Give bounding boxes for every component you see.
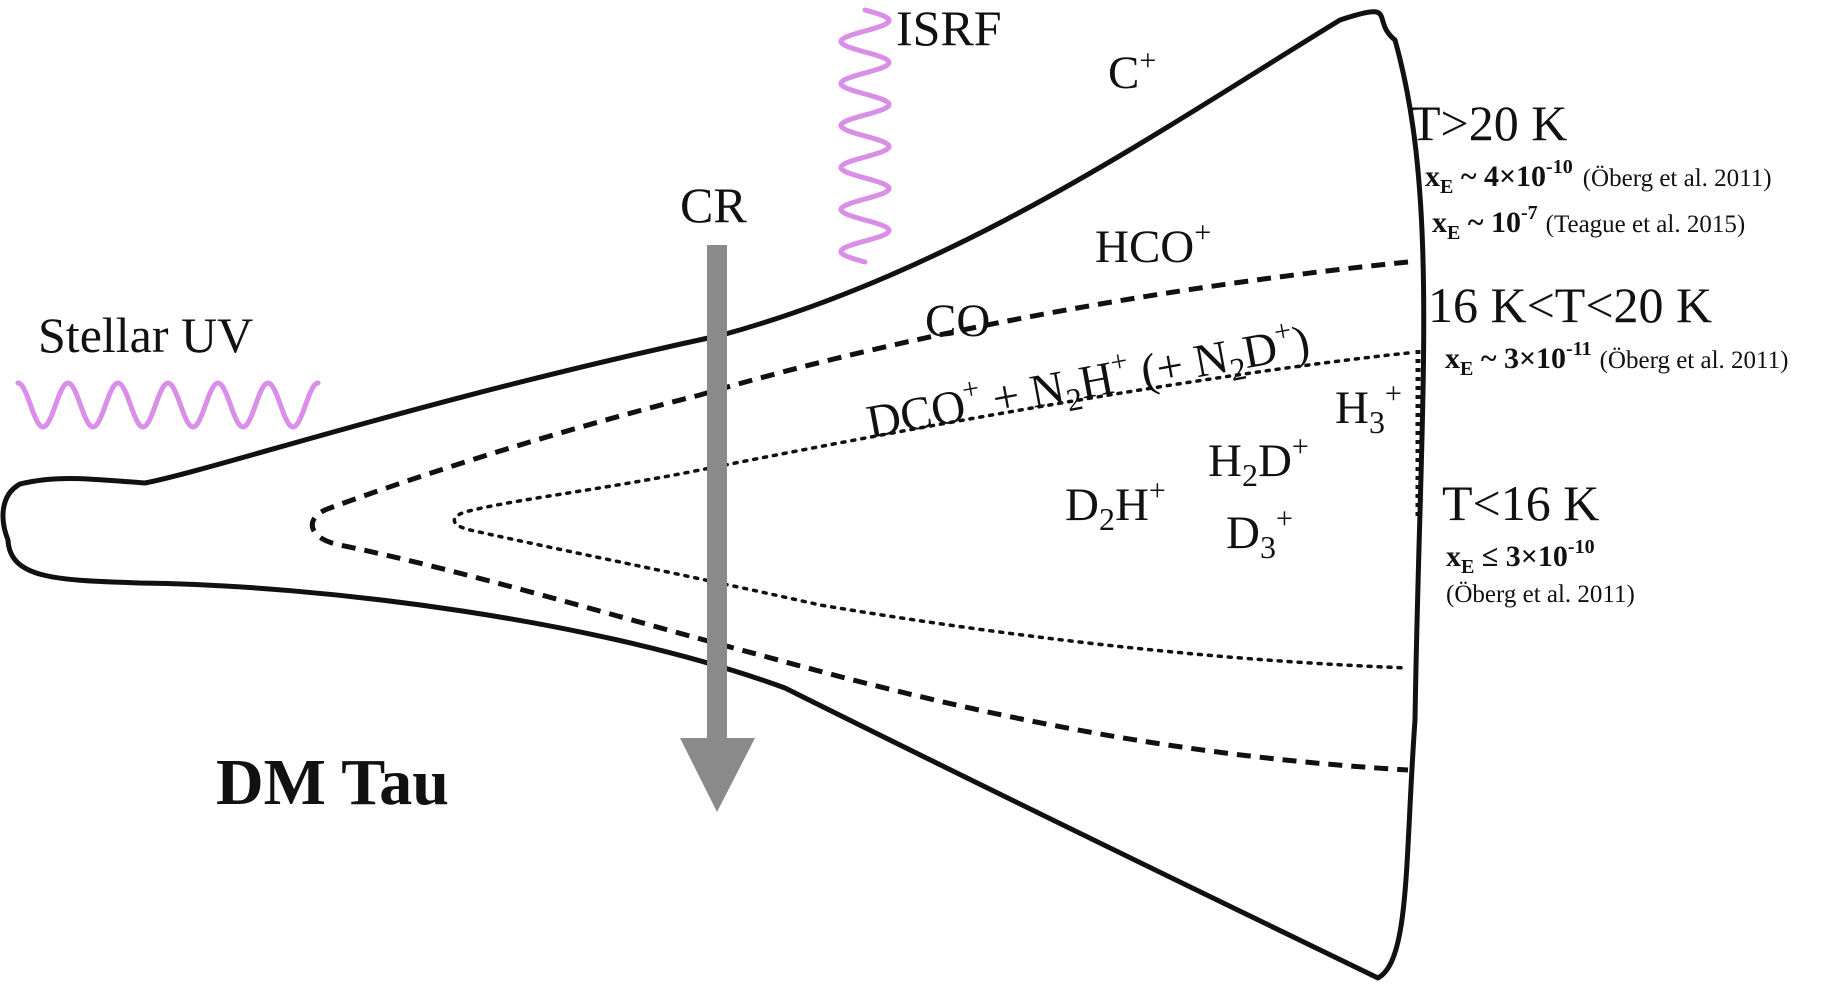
co-label: CO <box>925 295 990 347</box>
dotted-boundary <box>452 351 1410 670</box>
xe-value-warm-teague: xE ~ 10-7(Teague et al. 2015) <box>1432 202 1745 244</box>
xe-value-warm-oberg: xE ~ 4×10-10(Öberg et al. 2011) <box>1425 156 1772 198</box>
d2h-plus-label: D2H+ <box>1065 474 1166 537</box>
stellar-uv-label: Stellar UV <box>38 307 253 363</box>
cr-label: CR <box>680 177 747 233</box>
c-plus-label: C+ <box>1108 44 1156 99</box>
xe-cold-reference: (Öberg et al. 2011) <box>1446 581 1635 608</box>
d3-plus-label: D3+ <box>1226 502 1293 565</box>
disk-outline <box>0 9 1427 981</box>
dco-n2h-band-label: DCO+ + N2H+ (+ N2D+) <box>862 311 1315 455</box>
hco-plus-label: HCO+ <box>1095 216 1211 273</box>
xe-value-mid-oberg: xE ~ 3×10-11(Öberg et al. 2011) <box>1445 338 1788 380</box>
isrf-label: ISRF <box>896 0 1002 56</box>
temp-label-mid: 16 K<T<20 K <box>1428 277 1712 333</box>
h3-plus-label: H3+ <box>1335 377 1402 440</box>
isrf-wave-icon <box>838 7 892 265</box>
temp-label-cold: T<16 K <box>1442 475 1599 531</box>
disk-title: DM Tau <box>216 746 449 819</box>
cosmic-ray-arrow-icon <box>680 245 755 812</box>
temp-label-warm: T>20 K <box>1410 95 1567 151</box>
xe-value-cold: xE ≤ 3×10-10 <box>1446 536 1595 578</box>
dashed-boundary <box>310 259 1409 773</box>
stellar-uv-wave-icon <box>15 380 321 430</box>
h2d-plus-label: H2D+ <box>1208 430 1309 493</box>
